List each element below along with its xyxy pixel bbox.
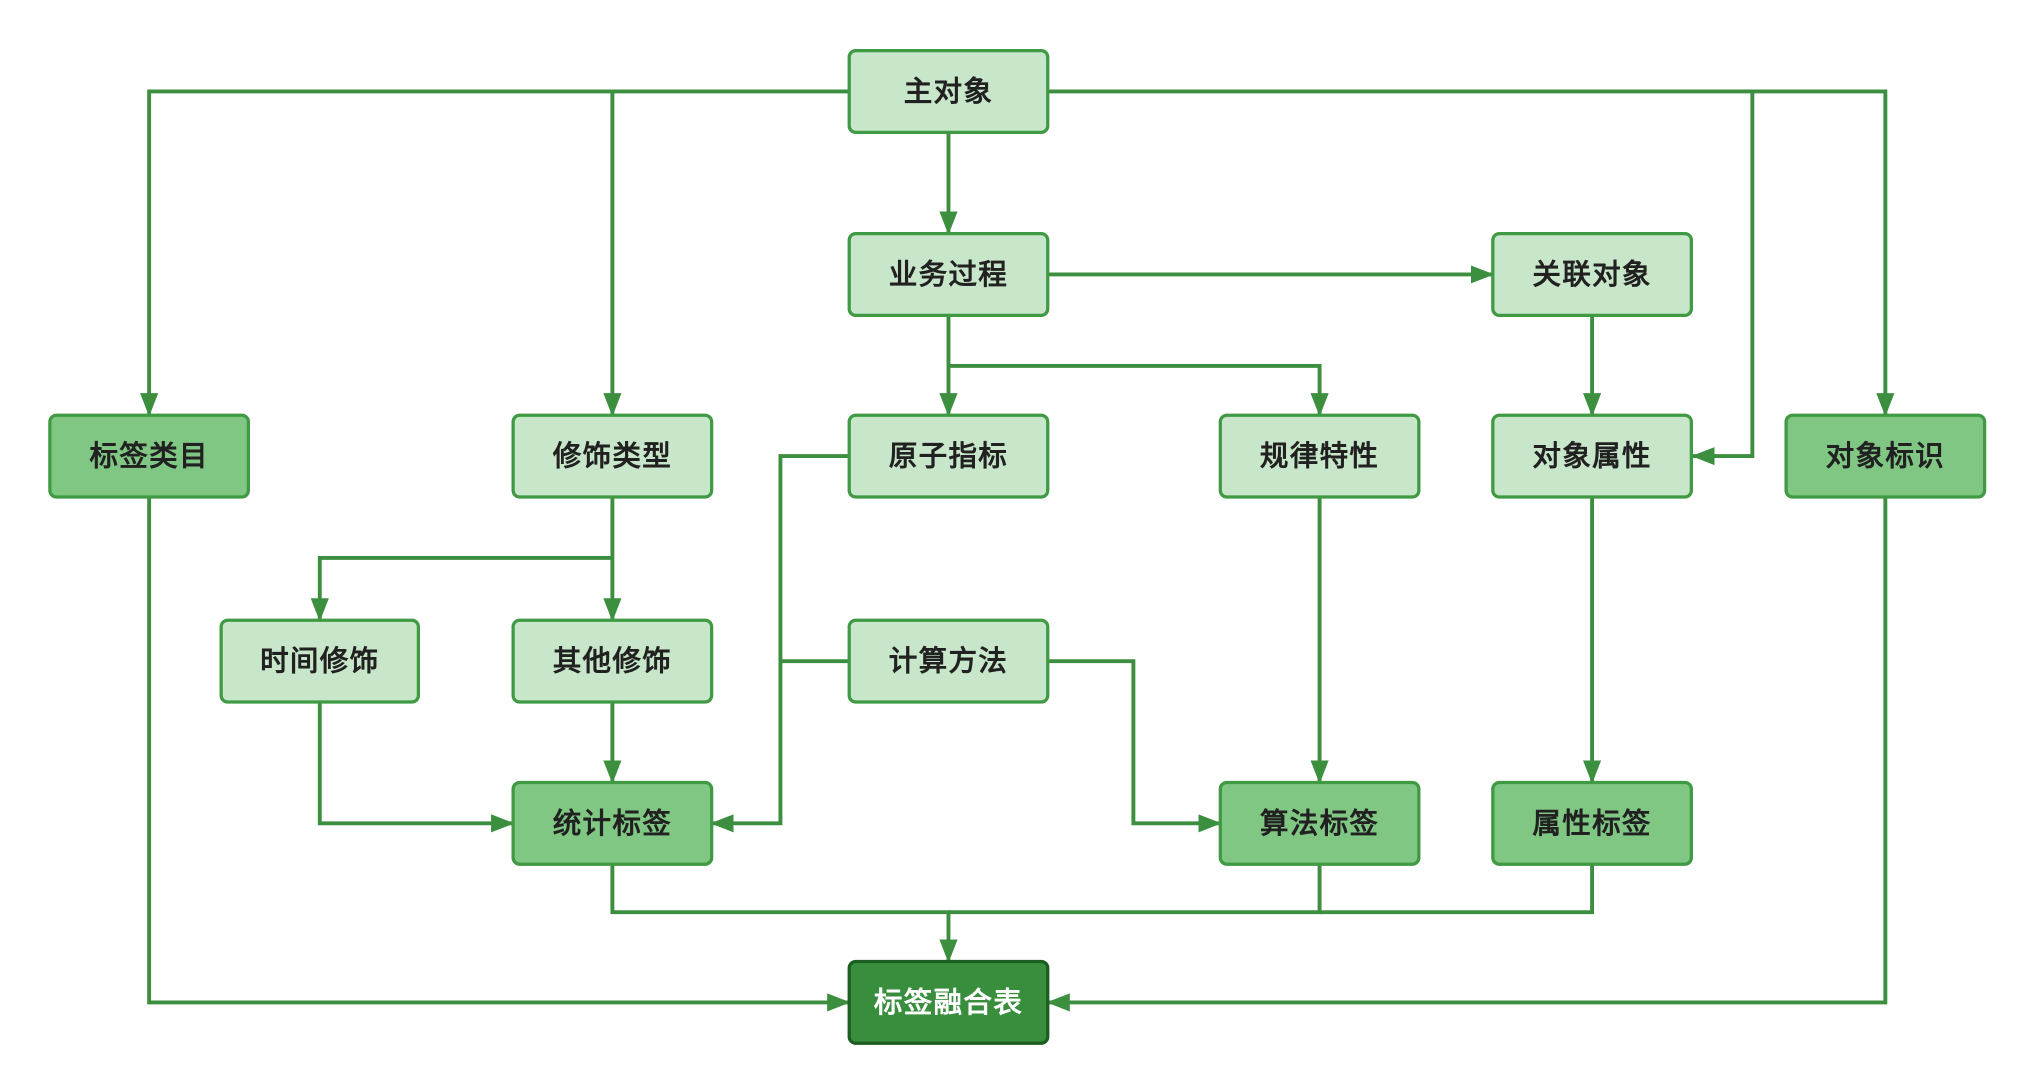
node-pattern-feature: 规律特性 xyxy=(1218,413,1421,499)
edge-object-identifier-to-fusion-table xyxy=(1046,496,1888,1012)
node-time-modifier-label: 时间修饰 xyxy=(260,645,379,678)
node-main-object-box xyxy=(847,48,1050,134)
node-other-modifier-label: 其他修饰 xyxy=(553,645,672,678)
edge-time-modifier-to-stat-tag xyxy=(317,702,515,833)
node-time-modifier-box xyxy=(219,618,421,704)
node-object-identifier-box xyxy=(1784,413,1987,499)
node-attr-tag-label: 属性标签 xyxy=(1532,807,1651,840)
node-stat-tag-box xyxy=(511,780,714,866)
node-calc-method: 计算方法 xyxy=(847,618,1050,704)
node-related-object: 关联对象 xyxy=(1491,231,1693,317)
edge-atomic-metric-to-stat-tag xyxy=(710,454,850,833)
node-tag-category: 标签类目 xyxy=(48,413,251,499)
node-main-object: 主对象 xyxy=(847,48,1050,134)
node-atomic-metric-label: 原子指标 xyxy=(889,440,1008,473)
node-attr-tag-box xyxy=(1491,780,1693,866)
edges xyxy=(140,89,1895,1012)
node-object-attribute-box xyxy=(1491,413,1693,499)
edge-algo-tag-to-fusion-table xyxy=(948,864,1322,915)
node-tag-category-box xyxy=(48,413,251,499)
node-modifier-type-label: 修饰类型 xyxy=(552,440,672,473)
node-pattern-feature-label: 规律特性 xyxy=(1260,440,1379,473)
node-algo-tag: 算法标签 xyxy=(1218,780,1421,866)
edge-main-object-to-object-attribute xyxy=(1691,91,1755,466)
node-modifier-type: 修饰类型 xyxy=(511,413,714,499)
node-business-process-box xyxy=(847,231,1050,317)
node-object-attribute-label: 对象属性 xyxy=(1532,440,1651,473)
node-atomic-metric-box xyxy=(847,413,1050,499)
node-modifier-type-box xyxy=(511,413,714,499)
node-object-identifier-label: 对象标识 xyxy=(1826,440,1945,473)
node-calc-method-label: 计算方法 xyxy=(889,645,1008,678)
edge-calc-method-to-algo-tag xyxy=(1047,659,1222,833)
node-business-process: 业务过程 xyxy=(847,231,1050,317)
node-other-modifier: 其他修饰 xyxy=(511,618,714,704)
node-stat-tag: 统计标签 xyxy=(511,780,714,866)
node-other-modifier-box xyxy=(511,618,714,704)
edge-main-object-to-tag-category xyxy=(140,89,850,417)
edge-attr-tag-to-fusion-table xyxy=(1319,864,1595,915)
node-time-modifier: 时间修饰 xyxy=(219,618,421,704)
edge-modifier-type-to-time-modifier xyxy=(310,556,613,622)
node-algo-tag-label: 算法标签 xyxy=(1260,807,1379,840)
node-fusion-table: 标签融合表 xyxy=(847,959,1050,1045)
node-fusion-table-label: 标签融合表 xyxy=(874,986,1023,1019)
node-related-object-label: 关联对象 xyxy=(1532,258,1651,291)
node-stat-tag-label: 统计标签 xyxy=(553,807,672,840)
node-main-object-label: 主对象 xyxy=(904,75,994,108)
nodes: 主对象 业务过程 关联对象 标签类目 修饰类型 原子指标 规律特性 对象属性 xyxy=(48,48,1987,1045)
node-fusion-table-box xyxy=(847,959,1050,1045)
node-atomic-metric: 原子指标 xyxy=(847,413,1050,499)
node-object-attribute: 对象属性 xyxy=(1491,413,1693,499)
node-calc-method-box xyxy=(847,618,1050,704)
node-object-identifier: 对象标识 xyxy=(1784,413,1987,499)
node-algo-tag-box xyxy=(1218,780,1421,866)
node-pattern-feature-box xyxy=(1218,413,1421,499)
edge-stat-tag-to-fusion-table xyxy=(610,864,958,963)
edge-business-process-to-pattern-feature xyxy=(948,363,1329,417)
edge-main-object-to-object-identifier xyxy=(1047,89,1895,417)
node-attr-tag: 属性标签 xyxy=(1491,780,1693,866)
edge-tag-category-to-fusion-table xyxy=(147,496,851,1012)
node-related-object-box xyxy=(1491,231,1693,317)
node-tag-category-label: 标签类目 xyxy=(89,440,208,473)
node-business-process-label: 业务过程 xyxy=(889,258,1008,291)
